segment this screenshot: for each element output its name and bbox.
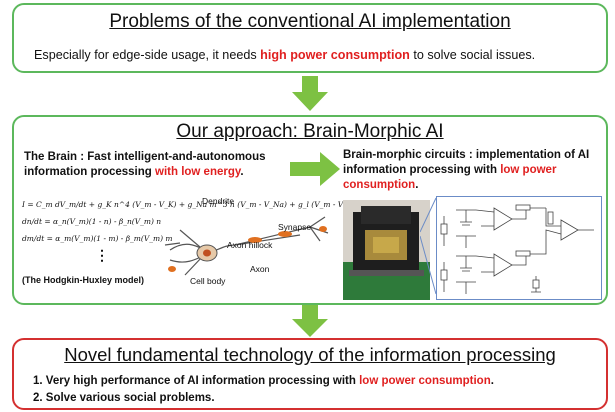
equation-ellipsis: ⋮ <box>95 248 109 264</box>
equation-m: dm/dt = α_m(V_m)(1 - m) - β_m(V_m) m <box>22 234 173 243</box>
axon-label: Axon <box>250 264 270 274</box>
equation-current: I = C_m dV_m/dt + g_K n^4 (V_m - V_K) + … <box>22 200 353 209</box>
outcome-item-2: 2. Solve various social problems. <box>33 392 215 404</box>
outcome-box: Novel fundamental technology of the info… <box>12 338 608 410</box>
problems-description: Especially for edge-side usage, it needs… <box>34 48 535 62</box>
approach-title: Our approach: Brain-Morphic AI <box>176 121 444 142</box>
brain-desc-tail: . <box>240 166 244 178</box>
circuit-description: Brain-morphic circuits : implementation … <box>343 148 605 193</box>
down-arrow-1 <box>292 76 328 111</box>
outcome-item-1-text: 1. Very high performance of AI informati… <box>33 375 360 387</box>
outcome-list: 1. Very high performance of AI informati… <box>33 373 494 407</box>
right-arrow <box>290 152 340 186</box>
hh-model-label: (The Hodgkin-Huxley model) <box>22 275 145 285</box>
outcome-item-1-tail: . <box>490 375 494 387</box>
circuit-desc-highlight: low power consumption <box>343 164 557 191</box>
neuron-illustration <box>164 216 329 276</box>
outcome-item-1: 1. Very high performance of AI informati… <box>33 373 494 390</box>
circuit-schematic <box>436 196 602 300</box>
dendrite-label: Dendrite <box>202 196 235 206</box>
problems-title: Problems of the conventional AI implemen… <box>109 11 511 32</box>
axon-hillock-label: Axon hillock <box>227 240 273 250</box>
cell-body-label: Cell body <box>190 276 226 286</box>
equation-n: dn/dt = α_n(V_m)(1 - n) - β_n(V_m) n <box>22 217 162 226</box>
problems-desc-tail: to solve social issues. <box>409 48 536 62</box>
brain-desc-highlight: with low energy <box>155 166 241 178</box>
brain-desc-text: The Brain : Fast intelligent-and-autonom… <box>24 151 266 178</box>
outcome-item-1-highlight: low power consumption <box>359 375 491 387</box>
circuit-desc-tail: . <box>415 179 419 191</box>
down-arrow-2 <box>292 305 328 337</box>
problems-desc-text: Especially for edge-side usage, it needs <box>34 48 261 62</box>
zoom-lines <box>420 197 437 295</box>
outcome-title: Novel fundamental technology of the info… <box>64 344 556 365</box>
problems-box: Problems of the conventional AI implemen… <box>12 3 608 73</box>
brain-description: The Brain : Fast intelligent-and-autonom… <box>24 150 324 180</box>
circuit-desc-text: Brain-morphic circuits : implementation … <box>343 149 590 176</box>
chip-photo <box>343 200 430 300</box>
synapse-label: Synapse <box>278 222 312 232</box>
problems-desc-highlight: high power consumption <box>260 48 410 62</box>
